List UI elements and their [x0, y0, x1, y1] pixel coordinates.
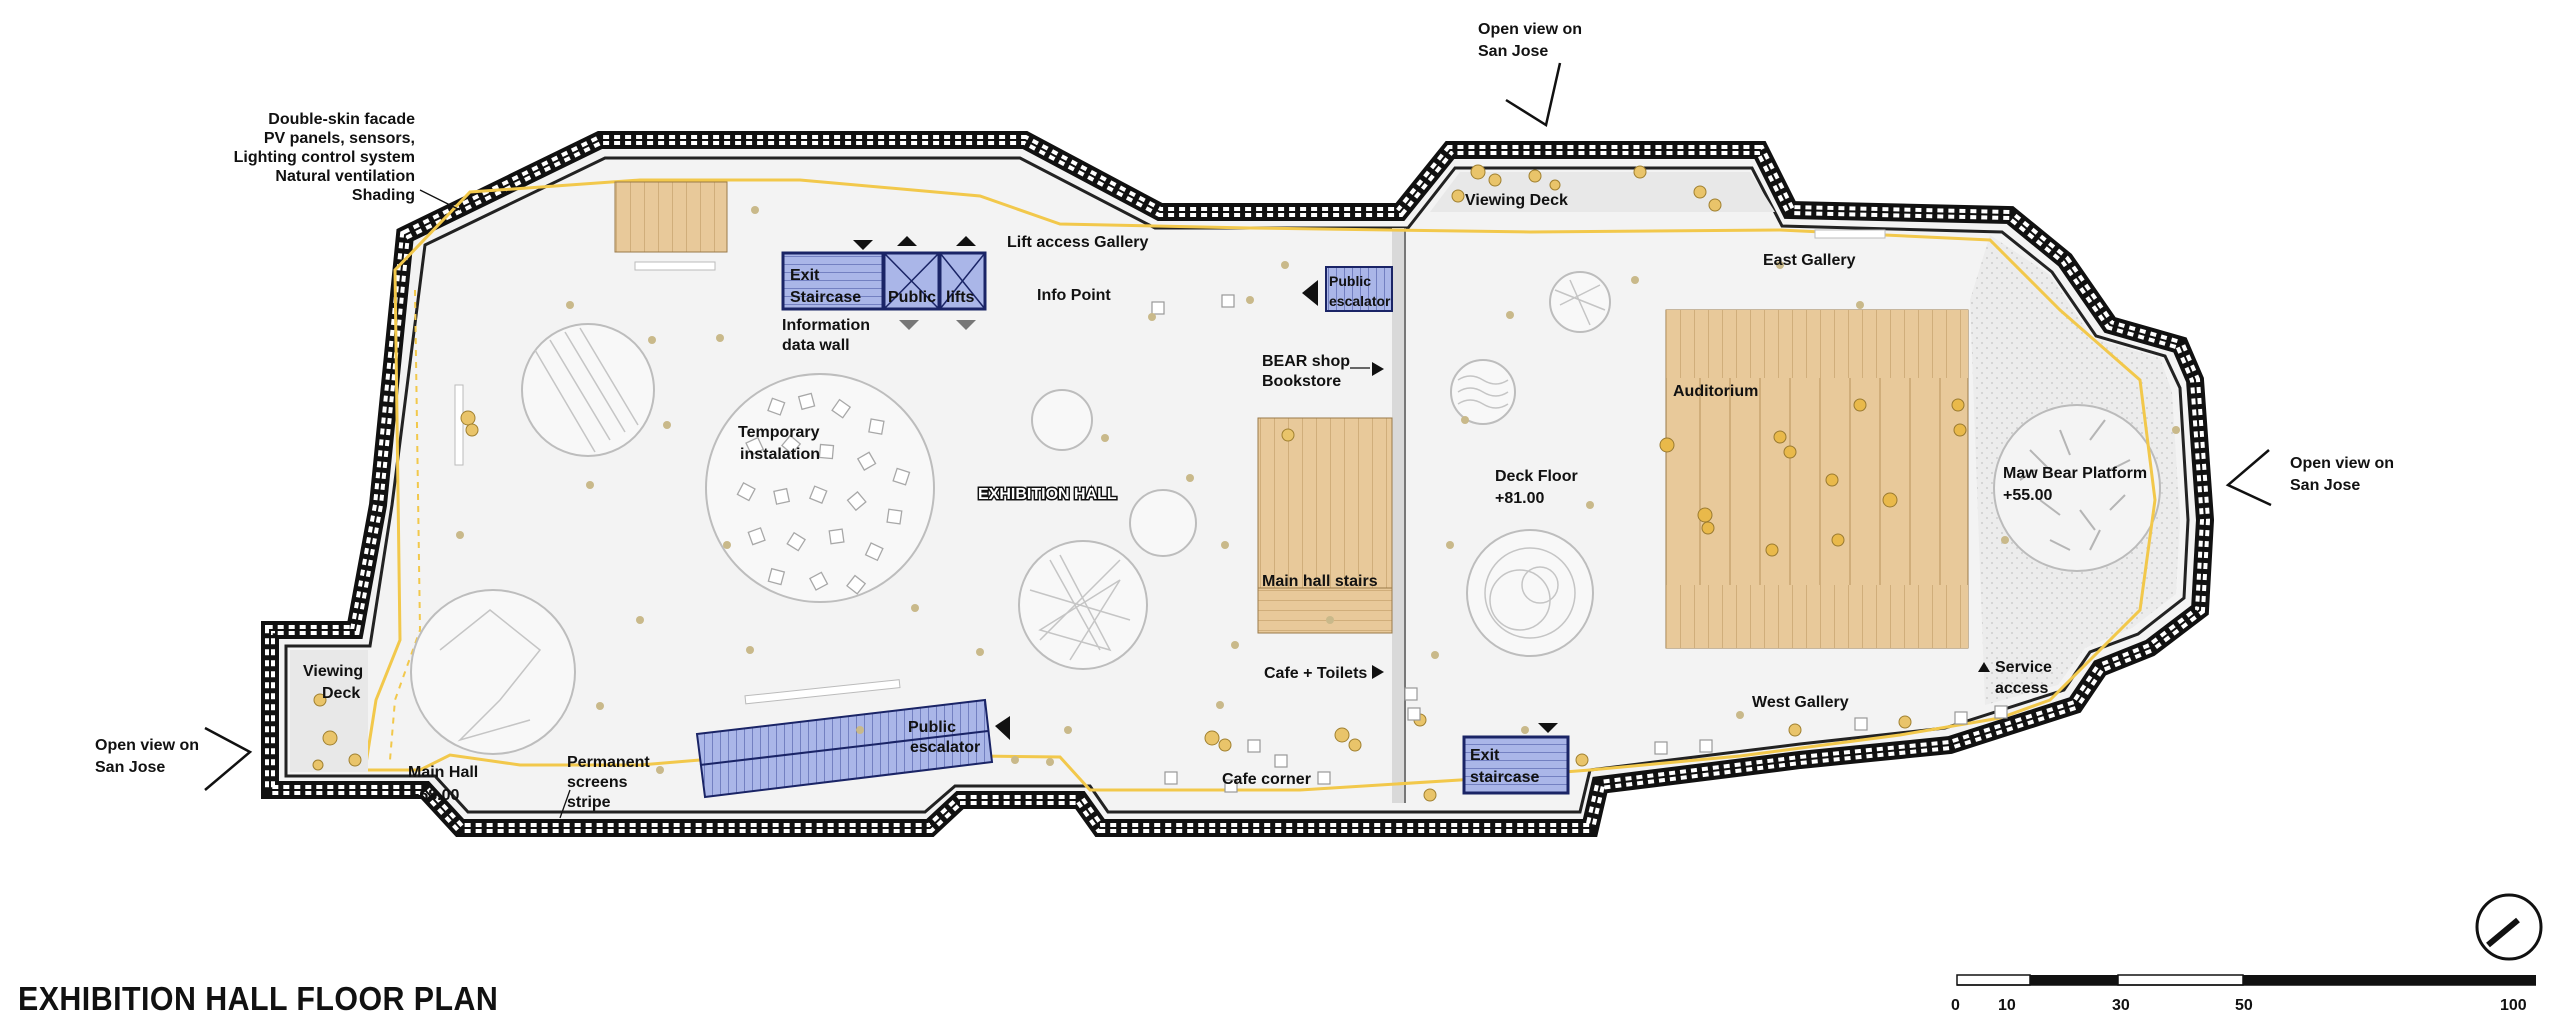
- open-view-right-1: Open view on: [2290, 455, 2394, 472]
- annotations: Double-skin facade PV panels, sensors, L…: [95, 21, 2527, 1014]
- wood-deck-top-left: [614, 181, 728, 253]
- public-escalator-top-label-2: escalator: [1329, 293, 1391, 309]
- auditorium: [1659, 309, 1969, 649]
- exit-staircase-top-label-1: Exit: [790, 267, 820, 284]
- page-title: EXHIBITION HALL FLOOR PLAN: [18, 980, 499, 1017]
- seating: [460, 410, 1912, 802]
- lift-gallery-label: Lift access Gallery: [1007, 234, 1149, 251]
- service-access-label-1: Service: [1995, 659, 2052, 676]
- main-hall-stairs: [1257, 417, 1393, 634]
- deck-floor-edge: [1392, 228, 1404, 803]
- public-escalator-bottom-label-1: Public: [908, 719, 956, 736]
- deck-floor-label-2: +81.00: [1495, 490, 1544, 507]
- temporary-label-2: instalation: [740, 446, 820, 463]
- temporary-installation-blocks: [736, 392, 911, 595]
- scale-tick-30: 30: [2112, 997, 2130, 1014]
- scale-bar: [1956, 974, 2536, 986]
- service-access-label-2: access: [1995, 680, 2048, 697]
- bear-shop-label-1: BEAR shop: [1262, 353, 1350, 370]
- maw-bear-label-2: +55.00: [2003, 487, 2052, 504]
- view-arrows: [204, 62, 2272, 791]
- exit-staircase-bottom-label-1: Exit: [1470, 747, 1500, 764]
- lifts-label: lifts: [946, 289, 975, 306]
- deck-floor-label-1: Deck Floor: [1495, 468, 1578, 485]
- scale-tick-10: 10: [1998, 997, 2016, 1014]
- info-wall-label-2: data wall: [782, 337, 850, 354]
- facade-label-4: Natural ventilation: [275, 168, 415, 185]
- open-view-right-2: San Jose: [2290, 477, 2360, 494]
- scale-tick-50: 50: [2235, 997, 2253, 1014]
- screens-label-2: screens: [567, 774, 628, 791]
- open-view-left-2: San Jose: [95, 759, 165, 776]
- viewing-deck-left-label-1: Viewing: [303, 663, 363, 680]
- viewing-deck-top-label: Viewing Deck: [1465, 192, 1568, 209]
- main-hall-stairs-label: Main hall stairs: [1262, 573, 1378, 590]
- viewing-deck-left: [290, 650, 368, 772]
- viewing-deck-left-label-2: Deck: [322, 685, 360, 702]
- viewing-deck-top: [1430, 172, 1775, 212]
- open-view-top-2: San Jose: [1478, 43, 1548, 60]
- east-gallery-label: East Gallery: [1763, 252, 1856, 269]
- main-hall-label-2: +68.00: [410, 787, 459, 804]
- plants: [456, 206, 2180, 774]
- exit-staircase-top-label-2: Staircase: [790, 289, 861, 306]
- open-view-left-1: Open view on: [95, 737, 199, 754]
- facade-label-1: Double-skin facade: [268, 111, 415, 128]
- facade-label-2: PV panels, sensors,: [264, 130, 415, 147]
- north-arrow: [2475, 893, 2543, 961]
- scale-tick-0: 0: [1951, 997, 1960, 1014]
- scale-tick-100: 100: [2500, 997, 2527, 1014]
- maw-bear-label-1: Maw Bear Platform: [2003, 465, 2147, 482]
- temporary-label-1: Temporary: [738, 424, 820, 441]
- info-point-label: Info Point: [1037, 287, 1111, 304]
- bear-shop-label-2: Bookstore: [1262, 373, 1341, 390]
- exit-staircase-bottom-label-2: staircase: [1470, 769, 1539, 786]
- auditorium-label: Auditorium: [1673, 383, 1758, 400]
- public-escalator-top-label-1: Public: [1329, 273, 1371, 289]
- facade-label-5: Shading: [352, 187, 415, 204]
- public-lift-label: Public: [888, 289, 936, 306]
- open-view-top-1: Open view on: [1478, 21, 1582, 38]
- public-escalator-bottom-label-2: escalator: [910, 739, 980, 756]
- screens-label-1: Permanent: [567, 754, 650, 771]
- public-escalator-top: [1325, 266, 1393, 312]
- info-wall-label-1: Information: [782, 317, 870, 334]
- exit-staircase-bottom: [1462, 735, 1570, 795]
- public-escalator-bottom: [695, 698, 1010, 799]
- core-top: [781, 236, 987, 330]
- cafe-corner-label: Cafe corner: [1222, 771, 1311, 788]
- west-gallery-label: West Gallery: [1752, 694, 1849, 711]
- cafe-toilets-label: Cafe + Toilets: [1264, 665, 1367, 682]
- screens-label-3: stripe: [567, 794, 611, 811]
- exhibition-hall-label: EXHIBITION HALL: [978, 486, 1117, 503]
- maw-bear-platform: [1993, 404, 2161, 572]
- main-hall-label-1: Main Hall: [408, 764, 478, 781]
- facade-label-3: Lighting control system: [234, 149, 415, 166]
- circulation-path: [363, 178, 2157, 792]
